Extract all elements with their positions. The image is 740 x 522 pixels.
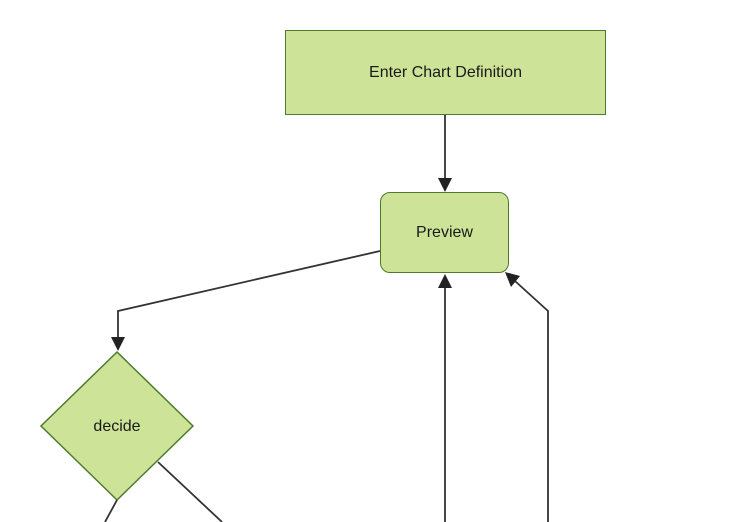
edge-decide-to-offscreen-right xyxy=(157,461,223,522)
node-decide: decide xyxy=(41,411,193,443)
arrowhead-enter-to-preview xyxy=(438,178,452,192)
arrowhead-offscreen-to-preview-center xyxy=(438,274,452,288)
node-enter-chart-definition-label: Enter Chart Definition xyxy=(369,63,522,81)
edge-offscreen-to-preview-corner xyxy=(514,280,549,522)
edge-preview-to-decide xyxy=(117,250,381,339)
edge-decide-to-offscreen-left xyxy=(104,499,118,522)
node-preview: Preview xyxy=(380,192,509,273)
node-decide-label: decide xyxy=(93,418,141,435)
node-preview-label: Preview xyxy=(416,223,473,241)
node-enter-chart-definition: Enter Chart Definition xyxy=(285,30,606,115)
arrowhead-offscreen-to-preview-corner xyxy=(505,272,520,287)
arrowhead-preview-to-decide xyxy=(111,337,125,351)
